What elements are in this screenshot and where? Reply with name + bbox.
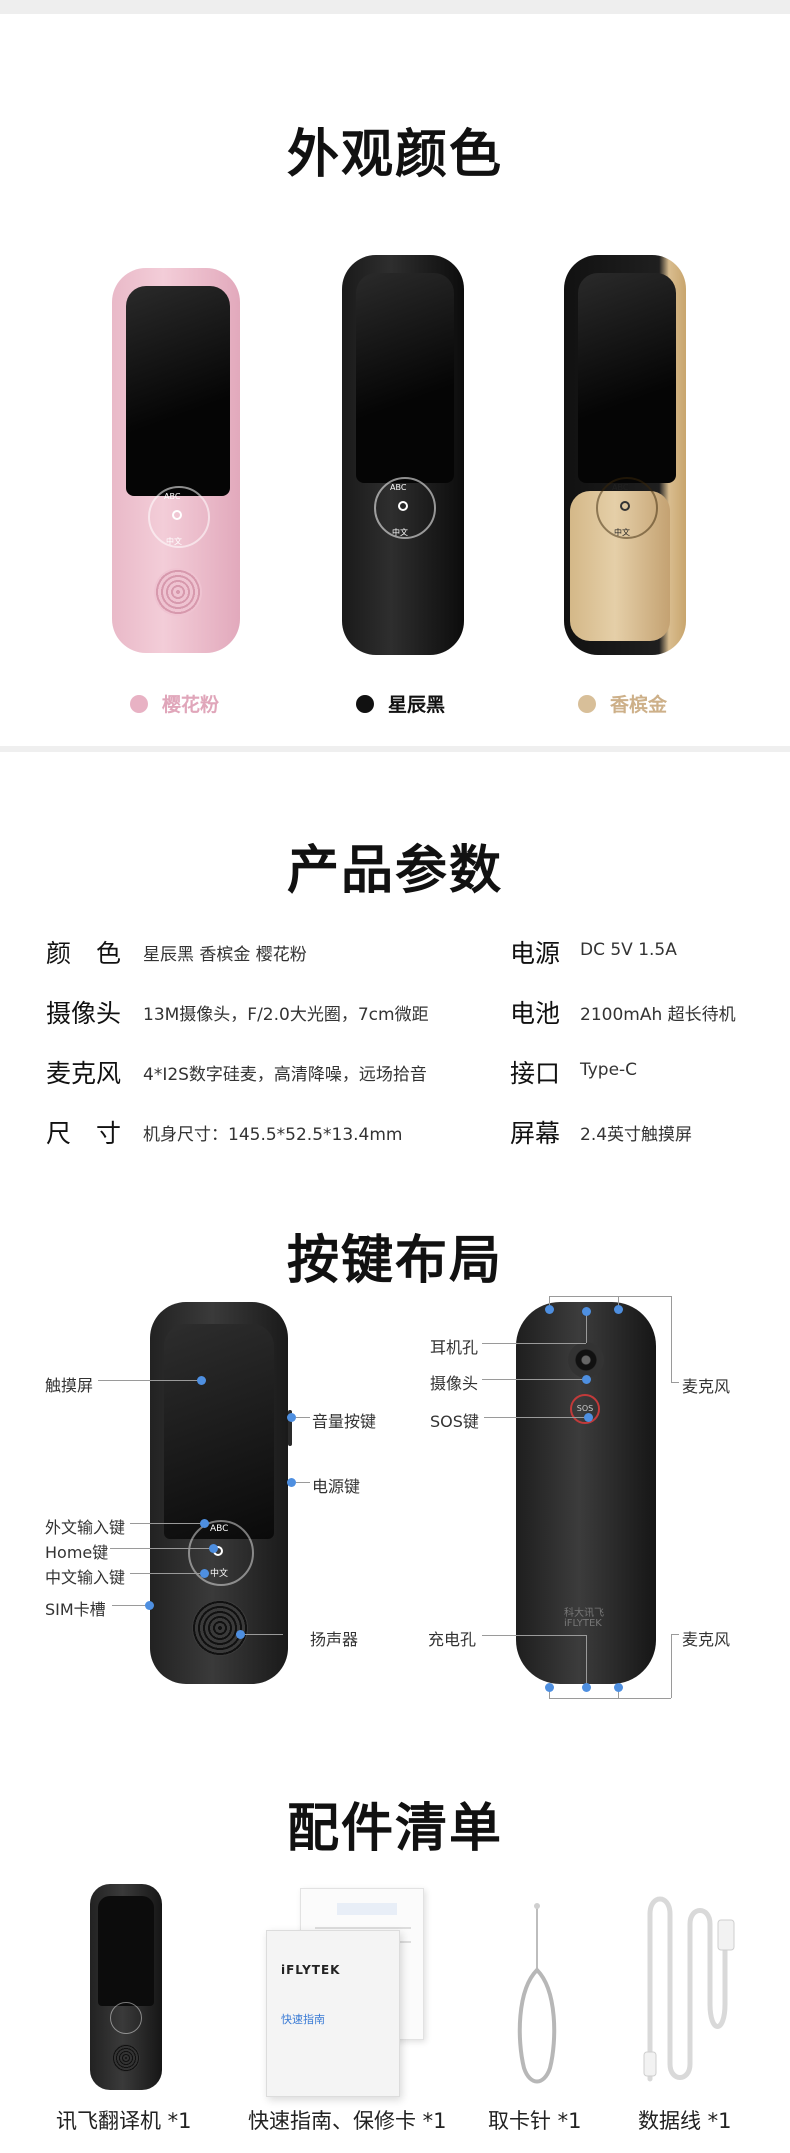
label-foreign-input-key: 外文输入键 [45, 1518, 126, 1537]
spec-value-port: Type-C [580, 1060, 638, 1080]
label-power-key: 电源键 [312, 1477, 361, 1496]
spec-value-mic: 4*I2S数字硅麦，高清降噪，远场拾音 [143, 1065, 427, 1085]
spec-label-power: 电源 [510, 939, 561, 968]
mic-bottom-right-marker [614, 1683, 623, 1692]
spec-label-mic: 麦克风 [46, 1059, 122, 1088]
label-sim-slot: SIM卡槽 [45, 1600, 106, 1619]
color-option-pink: 樱花粉 [130, 690, 219, 717]
mic-bottom-left-marker [545, 1683, 554, 1692]
phone-black-image: ABC 中文 [342, 255, 464, 655]
label-home-key: Home键 [45, 1543, 109, 1562]
label-mic-top: 麦克风 [682, 1377, 731, 1396]
gold-swatch-dot [578, 694, 596, 713]
label-mic-bottom: 麦克风 [682, 1630, 731, 1649]
volume-rocker [288, 1410, 292, 1446]
label-speaker: 扬声器 [310, 1630, 359, 1649]
specs-section-title: 产品参数 [286, 841, 503, 901]
spec-label-screen: 屏幕 [510, 1119, 561, 1148]
accessory-sim-pin-image [517, 1903, 557, 2084]
phone-pink-image: ABC 中文 [112, 268, 240, 653]
earpiece-marker [582, 1307, 591, 1316]
top-strip [0, 0, 790, 14]
speaker-marker [236, 1630, 245, 1639]
sos-marker [584, 1413, 593, 1422]
label-volume-key: 音量按键 [312, 1412, 377, 1431]
accessory-label-translator: 讯飞翻译机 *1 [56, 2109, 192, 2133]
spec-label-size: 尺 寸 [46, 1119, 122, 1148]
touchscreen-marker [197, 1376, 206, 1385]
label-charging-port: 充电孔 [428, 1630, 477, 1649]
accessory-cable-image [643, 1896, 735, 2082]
volume-marker [287, 1413, 296, 1422]
home-key-marker [209, 1544, 218, 1553]
label-earpiece: 耳机孔 [430, 1338, 479, 1357]
spec-value-camera: 13M摄像头，F/2.0大光圈，7cm微距 [143, 1005, 429, 1025]
label-chinese-input-key: 中文输入键 [45, 1568, 126, 1587]
mic-top-left-marker [545, 1305, 554, 1314]
spec-value-power: DC 5V 1.5A [580, 940, 677, 960]
accessory-translator-image [90, 1884, 162, 2090]
pink-swatch-dot [130, 694, 148, 713]
spec-value-color: 星辰黑 香槟金 樱花粉 [143, 945, 307, 965]
section-divider [0, 746, 790, 752]
back-device-image: SOS 科大讯飞 iFLYTEK [516, 1302, 656, 1684]
charging-port-marker [582, 1683, 591, 1692]
spec-value-size: 机身尺寸：145.5*52.5*13.4mm [143, 1125, 403, 1145]
colors-section-title: 外观颜色 [286, 125, 503, 185]
camera-marker [582, 1375, 591, 1384]
chinese-key-marker [200, 1569, 209, 1578]
color-option-black: 星辰黑 [356, 690, 445, 717]
power-marker [287, 1478, 296, 1487]
foreign-key-marker [200, 1519, 209, 1528]
label-camera: 摄像头 [430, 1374, 479, 1393]
spec-value-battery: 2100mAh 超长待机 [580, 1005, 736, 1025]
black-swatch-dot [356, 694, 374, 713]
accessory-label-sim-pin: 取卡针 *1 [488, 2109, 582, 2133]
spec-label-port: 接口 [510, 1059, 561, 1088]
accessories-section-title: 配件清单 [286, 1799, 503, 1859]
color-option-gold: 香槟金 [578, 690, 667, 717]
accessory-label-cable: 数据线 *1 [638, 2109, 732, 2133]
front-device-image: ABC 中文 [150, 1302, 288, 1684]
spec-label-battery: 电池 [510, 999, 561, 1028]
phone-gold-image: ABC 中文 [564, 255, 686, 655]
accessory-quick-guide-image: iFLYTEK 快速指南 [266, 1930, 400, 2097]
accessory-label-guide-card: 快速指南、保修卡 *1 [248, 2109, 447, 2133]
mic-top-right-marker [614, 1305, 623, 1314]
spec-value-screen: 2.4英寸触摸屏 [580, 1125, 693, 1145]
layout-section-title: 按键布局 [286, 1231, 503, 1291]
spec-label-camera: 摄像头 [46, 999, 122, 1028]
spec-label-color: 颜 色 [46, 939, 122, 968]
sim-slot-marker [145, 1601, 154, 1610]
label-sos-key: SOS键 [430, 1412, 479, 1431]
label-touchscreen: 触摸屏 [45, 1376, 94, 1395]
